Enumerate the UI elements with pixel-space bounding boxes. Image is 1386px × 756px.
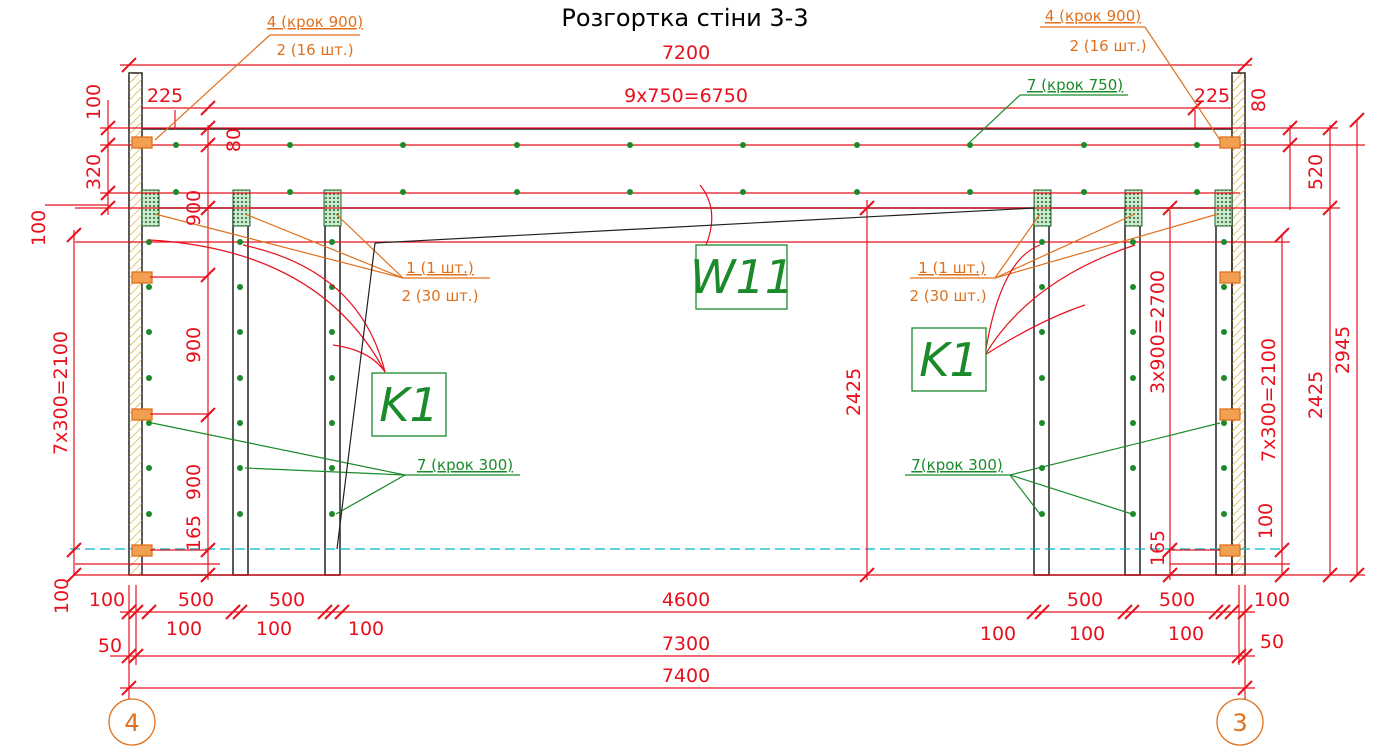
dim-sub-100f: 100 [1168, 623, 1204, 645]
dim-6750: 9x750=6750 [624, 85, 748, 107]
k1-leaders [45, 184, 1136, 373]
dim-base-500d: 500 [1159, 589, 1195, 611]
dim-4600: 4600 [662, 589, 710, 611]
dim-900-c: 900 [183, 464, 205, 500]
wall-hatch-left [129, 73, 142, 575]
dim-80-right: 80 [1248, 88, 1270, 112]
dim-50-left: 50 [98, 635, 122, 657]
dim-50-right: 50 [1260, 631, 1284, 653]
rebar-points [146, 142, 1227, 517]
callout-mid-right-a: 1 (1 шт.) [918, 259, 986, 277]
dim-165-right: 165 [1147, 530, 1169, 566]
dim-225-right: 225 [1194, 85, 1230, 107]
callout-top-bar: 7 (крок 750) [1027, 76, 1123, 94]
dim-sub-100b: 100 [256, 618, 292, 640]
dim-7300: 7300 [662, 633, 710, 655]
anchor-leaders [154, 26, 1221, 279]
wall-outline [128, 72, 1246, 576]
dim-base-100b: 100 [1254, 589, 1290, 611]
dim-2425-mid: 2425 [843, 368, 865, 416]
axis-label-right: 3 [1232, 709, 1247, 737]
dim-7200: 7200 [662, 42, 710, 64]
w11-leader [336, 207, 1036, 550]
dim-2100-left: 7x300=2100 [50, 331, 72, 455]
dimension-ticks [66, 57, 1365, 696]
callout-top-right-b: 2 (16 шт.) [1069, 37, 1146, 55]
dim-100-left: 100 [28, 210, 50, 246]
mark-boxes [371, 244, 987, 437]
dim-sub-100a: 100 [166, 618, 202, 640]
dim-900-b: 900 [183, 327, 205, 363]
callout-bars-right: 7(крок 300) [911, 456, 1002, 474]
dim-2100-right: 7x300=2100 [1258, 338, 1280, 462]
dim-100-bottomleft: 100 [51, 578, 73, 614]
dim-520: 520 [1305, 154, 1327, 190]
dim-320: 320 [83, 154, 105, 190]
dim-2700: 3x900=2700 [1147, 270, 1169, 394]
dim-100-topleft: 100 [83, 84, 105, 120]
dim-7400: 7400 [662, 665, 710, 687]
dim-sub-100c: 100 [348, 618, 384, 640]
dim-100-right: 100 [1255, 503, 1277, 539]
axis-label-left: 4 [124, 709, 139, 737]
dim-sub-100d: 100 [980, 623, 1016, 645]
drawing-title: Розгортка стіни 3-3 [561, 4, 808, 32]
callout-top-left-b: 2 (16 шт.) [276, 41, 353, 59]
mark-k1-right: K1 [919, 333, 978, 387]
axis-markers [108, 698, 1264, 746]
anchor-ties [150, 276, 1220, 551]
dim-2425-right: 2425 [1305, 371, 1327, 419]
anchor-plates [131, 136, 1241, 557]
callout-top-right-a: 4 (крок 900) [1045, 7, 1141, 25]
mark-w11: W11 [690, 250, 794, 304]
dim-900-a: 900 [183, 190, 205, 226]
callout-mid-right-b: 2 (30 шт.) [909, 287, 986, 305]
dim-sub-100e: 100 [1069, 623, 1105, 645]
dim-165-left: 165 [183, 515, 205, 551]
callout-bars-left: 7 (крок 300) [417, 456, 513, 474]
dim-80-left: 80 [223, 128, 245, 152]
dim-225-left: 225 [147, 85, 183, 107]
dim-2945: 2945 [1332, 326, 1354, 374]
wall-hatch-right [1232, 73, 1245, 575]
bar-leaders [151, 94, 1221, 515]
dim-base-100a: 100 [89, 589, 125, 611]
callout-top-left-a: 4 (крок 900) [267, 13, 363, 31]
dim-base-500b: 500 [269, 589, 305, 611]
mark-k1-left: K1 [379, 378, 438, 432]
callout-mid-left-b: 2 (30 шт.) [401, 287, 478, 305]
callout-mid-left-a: 1 (1 шт.) [406, 259, 474, 277]
dim-base-500c: 500 [1067, 589, 1103, 611]
dim-base-500a: 500 [178, 589, 214, 611]
